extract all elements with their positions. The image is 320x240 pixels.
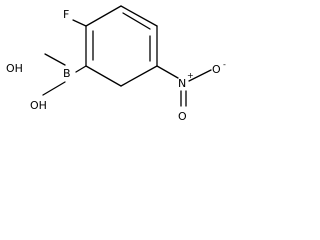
fluorine-bond	[72, 19, 87, 27]
ring-bond-bottom-right	[120, 65, 158, 87]
boron-oh-bottom-bond	[42, 81, 66, 96]
hydroxyl-top-label: OH	[6, 62, 23, 75]
nitro-nitrogen-label: N	[178, 77, 186, 90]
fluorine-label: F	[63, 8, 69, 21]
nitro-oxygen-right-bond	[188, 69, 212, 82]
ring-bond-top-left	[85, 5, 122, 27]
ring-bond-top	[120, 5, 158, 27]
nitro-nitrogen-charge: +	[187, 71, 194, 80]
nitro-ring-bond	[156, 65, 179, 79]
nitro-oxygen-bottom-label: O	[178, 110, 187, 123]
ring-bond-bottom-left	[85, 65, 122, 87]
boron-label: B	[63, 67, 71, 80]
boron-oh-top-bond	[44, 53, 66, 66]
nitro-oxygen-right-label: O	[212, 63, 221, 76]
nitro-oxygen-charge: -	[223, 60, 226, 69]
chemical-structure-diagram: F B OH OH N + O - O	[6, 5, 226, 123]
boron-ring-bond	[75, 65, 87, 73]
hydroxyl-bottom-label: OH	[30, 99, 47, 112]
ring-double-bond-top	[122, 12, 151, 30]
